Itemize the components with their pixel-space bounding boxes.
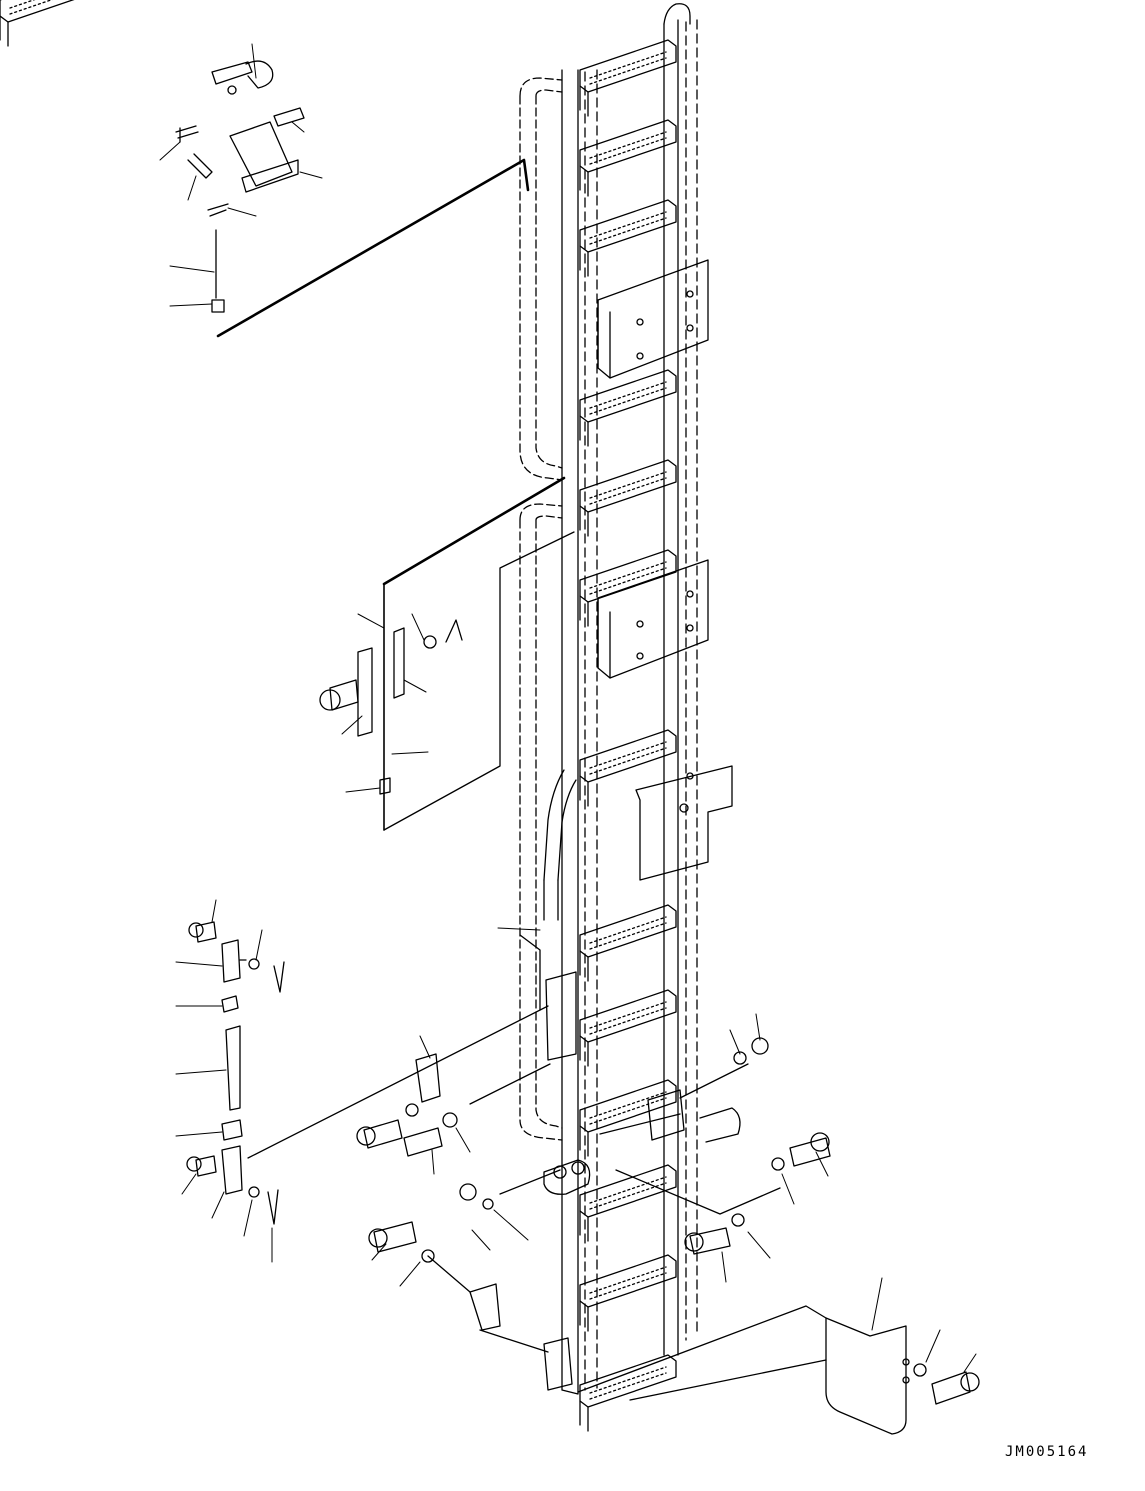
latch-assembly <box>176 61 304 312</box>
step <box>0 0 96 46</box>
lower-grab-rail <box>544 770 576 920</box>
ladder-frame <box>562 4 697 1394</box>
drawing-reference-code: JM005164 <box>1005 1444 1089 1460</box>
control-cable <box>218 160 574 1010</box>
left-hardware <box>187 922 284 1224</box>
leader-lines <box>160 44 976 1372</box>
lower-hardware <box>240 960 830 1390</box>
foot-guard-plate <box>578 1306 979 1434</box>
mounting-brackets <box>598 260 732 880</box>
ladder-steps <box>0 0 677 1432</box>
hand-rail <box>520 78 562 1140</box>
mid-linkage <box>320 620 462 794</box>
